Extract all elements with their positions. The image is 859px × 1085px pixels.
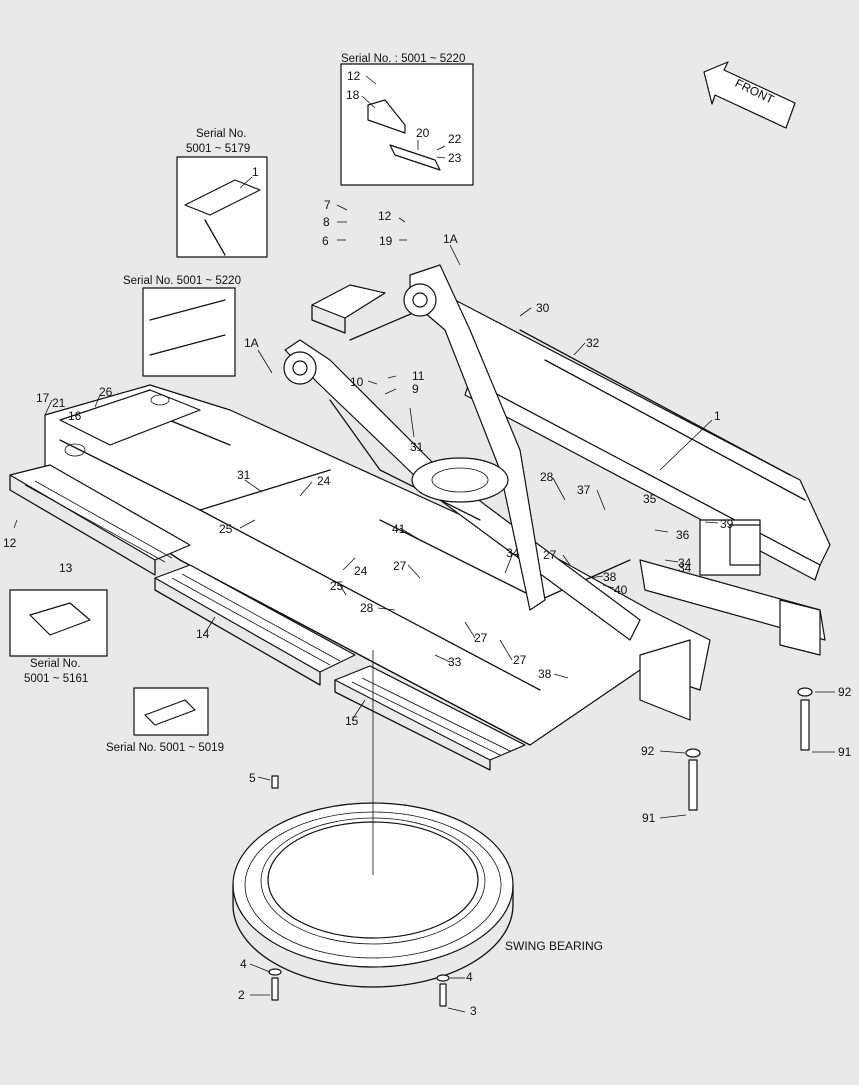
serial-caption: Serial No. [30, 658, 81, 670]
serial-caption: 5001 ~ 5161 [24, 673, 88, 685]
callout-18: 18 [346, 88, 360, 102]
callout-23: 23 [448, 151, 462, 165]
callout-37: 37 [577, 483, 591, 497]
callout-24: 24 [317, 474, 331, 488]
callout-28: 28 [540, 470, 554, 484]
callout-39: 39 [720, 517, 734, 531]
serial-caption: 5001 ~ 5179 [186, 143, 250, 155]
callout-19: 19 [379, 234, 393, 248]
callout-25: 25 [219, 522, 233, 536]
callout-3: 3 [470, 1004, 477, 1018]
callout-1a: 1A [443, 232, 458, 246]
callout-27: 27 [513, 653, 527, 667]
callout-5: 5 [249, 771, 256, 785]
callout-12: 12 [378, 209, 392, 223]
callout-16: 16 [68, 409, 82, 423]
callout-17: 17 [36, 391, 50, 405]
callout-91: 91 [642, 811, 656, 825]
callout-40: 40 [614, 583, 628, 597]
callout-33: 33 [448, 655, 462, 669]
callout-38: 38 [603, 570, 617, 584]
callout-4: 4 [240, 957, 247, 971]
callout-26: 26 [99, 385, 113, 399]
callout-34: 34 [506, 546, 520, 560]
callout-1a: 1A [244, 336, 259, 350]
callout-6: 6 [322, 234, 329, 248]
callout-1: 1 [714, 409, 721, 423]
serial-caption: Serial No. 5001 ~ 5019 [106, 742, 224, 754]
upper-frame [9, 264, 831, 811]
callout-31: 31 [410, 440, 424, 454]
serial-caption: Serial No. : 5001 ~ 5220 [341, 53, 465, 65]
callout-15: 15 [345, 714, 359, 728]
callout-27: 27 [474, 631, 488, 645]
callout-32: 32 [586, 336, 600, 350]
callout-1: 1 [252, 165, 259, 179]
callout-22: 22 [448, 132, 462, 146]
callout-12: 12 [347, 69, 361, 83]
callout-8: 8 [323, 215, 330, 229]
callout-91: 91 [838, 745, 852, 759]
callout-4: 4 [466, 970, 473, 984]
callout-11: 11 [412, 369, 425, 383]
callout-30: 30 [536, 301, 550, 315]
front-direction-arrow: FRONT [703, 61, 796, 129]
serial-caption: Serial No. [196, 128, 247, 140]
leader-lines [13, 75, 835, 1013]
callout-2: 2 [238, 988, 245, 1002]
callout-28: 28 [360, 601, 374, 615]
detail-boxes [9, 63, 474, 736]
callout-7: 7 [324, 198, 331, 212]
swing-bearing-ring [232, 650, 514, 1007]
callout-14: 14 [196, 627, 210, 641]
callout-36: 36 [676, 528, 690, 542]
callout-27: 27 [393, 559, 407, 573]
callout-34: 34 [678, 556, 692, 570]
callout-35: 35 [643, 492, 657, 506]
callout-92: 92 [641, 744, 655, 758]
callout-24: 24 [354, 564, 368, 578]
callout-38: 38 [538, 667, 552, 681]
callout-25: 25 [330, 579, 344, 593]
swing-bearing-label: SWING BEARING [505, 939, 603, 953]
callout-92: 92 [838, 685, 852, 699]
callout-12: 12 [3, 536, 17, 550]
callout-31: 31 [237, 468, 251, 482]
serial-caption: Serial No. 5001 ~ 5220 [123, 275, 241, 287]
callout-41: 41 [392, 522, 406, 536]
callout-13: 13 [59, 561, 73, 575]
callout-21: 21 [52, 396, 66, 410]
callout-20: 20 [416, 126, 430, 140]
callout-34: 34 [678, 561, 692, 575]
callout-10: 10 [350, 375, 364, 389]
callout-27: 27 [543, 548, 557, 562]
callout-9: 9 [412, 382, 419, 396]
